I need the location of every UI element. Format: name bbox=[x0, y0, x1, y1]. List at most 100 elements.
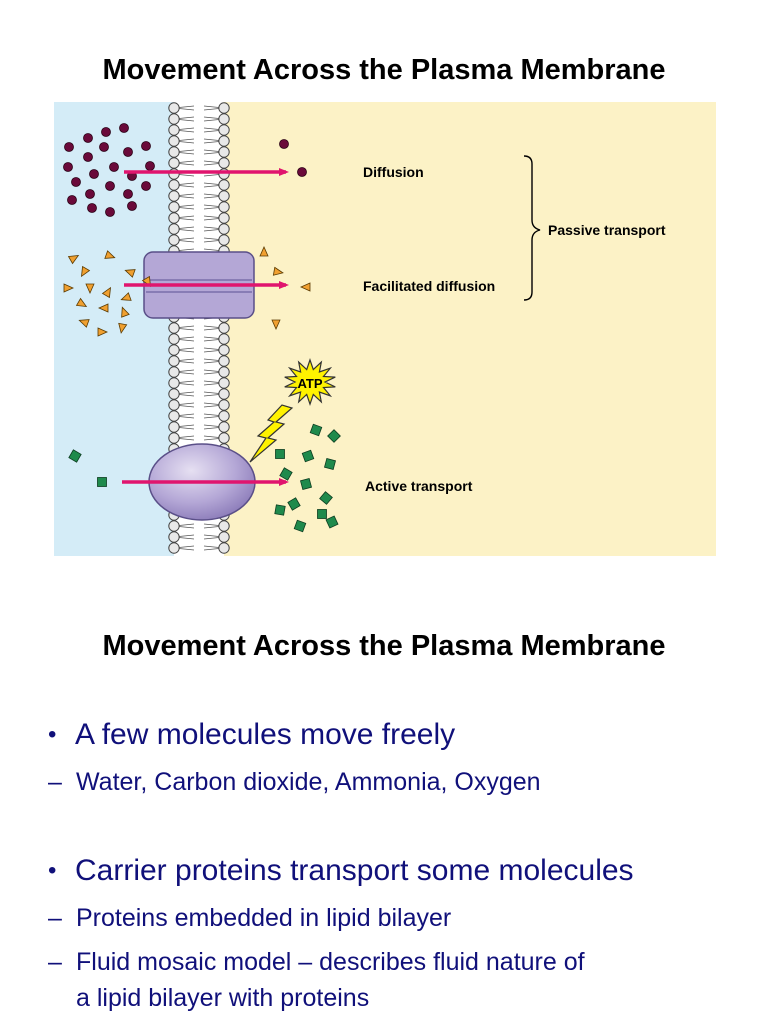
bullet-dot: • bbox=[48, 721, 57, 748]
lipid-head bbox=[218, 113, 230, 125]
square-molecule-icon bbox=[299, 477, 313, 491]
facilitated-diffusion-label: Facilitated diffusion bbox=[363, 278, 495, 294]
lipid-head bbox=[218, 388, 230, 400]
lipid-head bbox=[168, 410, 180, 422]
lipid-head bbox=[168, 355, 180, 367]
lipid-head bbox=[168, 421, 180, 433]
active-transport-label: Active transport bbox=[365, 478, 473, 494]
triangle-molecule-icon bbox=[272, 266, 284, 276]
circle-molecule-icon bbox=[297, 167, 307, 177]
lipid-head bbox=[218, 520, 230, 532]
lipid-head bbox=[168, 399, 180, 411]
square-molecule-icon bbox=[317, 509, 327, 519]
triangle-molecule-icon bbox=[101, 286, 111, 299]
lightning-icon bbox=[249, 404, 294, 463]
lipid-head bbox=[168, 432, 180, 444]
lipid-head bbox=[168, 212, 180, 224]
square-molecule-icon bbox=[327, 429, 341, 443]
triangle-molecule-icon bbox=[97, 327, 108, 337]
triangle-molecule-icon bbox=[81, 265, 91, 278]
sub-bullet-text: a lipid bilayer with proteins bbox=[76, 984, 370, 1012]
circle-molecule-icon bbox=[85, 189, 95, 199]
lipid-head bbox=[168, 201, 180, 213]
triangle-molecule-icon bbox=[78, 319, 90, 328]
circle-molecule-icon bbox=[83, 133, 93, 143]
lipid-head bbox=[168, 179, 180, 191]
circle-molecule-icon bbox=[141, 181, 151, 191]
circle-molecule-icon bbox=[101, 127, 111, 137]
lipid-head bbox=[218, 212, 230, 224]
lipid-head bbox=[168, 190, 180, 202]
sub-bullet-dash: – bbox=[48, 948, 62, 976]
lipid-head bbox=[218, 146, 230, 158]
lipid-head bbox=[168, 531, 180, 543]
lipid-head bbox=[168, 377, 180, 389]
bullet-dot: • bbox=[48, 857, 57, 884]
lipid-head bbox=[218, 124, 230, 136]
lipid-head bbox=[168, 135, 180, 147]
lipid-head bbox=[218, 234, 230, 246]
circle-molecule-icon bbox=[87, 203, 97, 213]
lipid-head bbox=[168, 344, 180, 356]
square-molecule-icon bbox=[275, 449, 285, 459]
triangle-molecule-icon bbox=[104, 250, 116, 259]
triangle-molecule-icon bbox=[67, 255, 80, 265]
circle-molecule-icon bbox=[119, 123, 129, 133]
passive-transport-label: Passive transport bbox=[548, 222, 666, 238]
lipid-head bbox=[168, 322, 180, 334]
lipid-head bbox=[168, 366, 180, 378]
lipid-head bbox=[218, 410, 230, 422]
lipid-head bbox=[168, 113, 180, 125]
lipid-head bbox=[218, 344, 230, 356]
lipid-head bbox=[218, 333, 230, 345]
circle-molecule-icon bbox=[105, 181, 115, 191]
circle-molecule-icon bbox=[64, 142, 74, 152]
lipid-head bbox=[218, 135, 230, 147]
slide1-title: Movement Across the Plasma Membrane bbox=[102, 54, 666, 86]
sub-bullet-text: Fluid mosaic model – describes fluid nat… bbox=[76, 948, 585, 976]
sub-bullet-text: Proteins embedded in lipid bilayer bbox=[76, 904, 452, 932]
circle-molecule-icon bbox=[89, 169, 99, 179]
lipid-head bbox=[218, 179, 230, 191]
square-molecule-icon bbox=[287, 497, 301, 511]
triangle-molecule-icon bbox=[124, 269, 136, 278]
lipid-head bbox=[218, 355, 230, 367]
sub-bullet-dash: – bbox=[48, 768, 62, 796]
lipid-head bbox=[168, 234, 180, 246]
circle-molecule-icon bbox=[145, 161, 155, 171]
square-molecule-icon bbox=[293, 519, 307, 533]
circle-molecule-icon bbox=[141, 141, 151, 151]
circle-molecule-icon bbox=[99, 142, 109, 152]
lipid-head bbox=[218, 201, 230, 213]
lipid-head bbox=[168, 124, 180, 136]
square-molecule-icon bbox=[68, 449, 82, 463]
circle-molecule-icon bbox=[63, 162, 73, 172]
square-molecule-icon bbox=[301, 449, 315, 463]
circle-molecule-icon bbox=[279, 139, 289, 149]
lipid-head bbox=[218, 190, 230, 202]
lipid-head bbox=[168, 542, 180, 554]
diffusion-label: Diffusion bbox=[363, 164, 424, 180]
triangle-molecule-icon bbox=[121, 306, 130, 318]
triangle-molecule-icon bbox=[259, 246, 269, 257]
lipid-head bbox=[218, 223, 230, 235]
circle-molecule-icon bbox=[127, 201, 137, 211]
triangle-molecule-icon bbox=[120, 292, 132, 301]
square-molecule-icon bbox=[274, 504, 286, 516]
lipid-head bbox=[168, 520, 180, 532]
circle-molecule-icon bbox=[71, 177, 81, 187]
lipid-head bbox=[218, 399, 230, 411]
sub-bullet-text: Water, Carbon dioxide, Ammonia, Oxygen bbox=[76, 768, 541, 796]
lipid-head bbox=[218, 322, 230, 334]
square-molecule-icon bbox=[279, 467, 293, 481]
triangle-molecule-icon bbox=[271, 319, 281, 330]
sub-bullet-dash: – bbox=[48, 904, 62, 932]
lipid-head bbox=[168, 223, 180, 235]
atp-burst-icon: ATP bbox=[284, 358, 336, 406]
triangle-molecule-icon bbox=[118, 322, 128, 334]
circle-molecule-icon bbox=[67, 195, 77, 205]
triangle-molecule-icon bbox=[75, 297, 88, 307]
membrane-transport-diagram: ATP Diffusion Facilitated diffusion Acti… bbox=[54, 102, 716, 556]
lipid-head bbox=[168, 333, 180, 345]
triangle-molecule-icon bbox=[85, 283, 95, 294]
